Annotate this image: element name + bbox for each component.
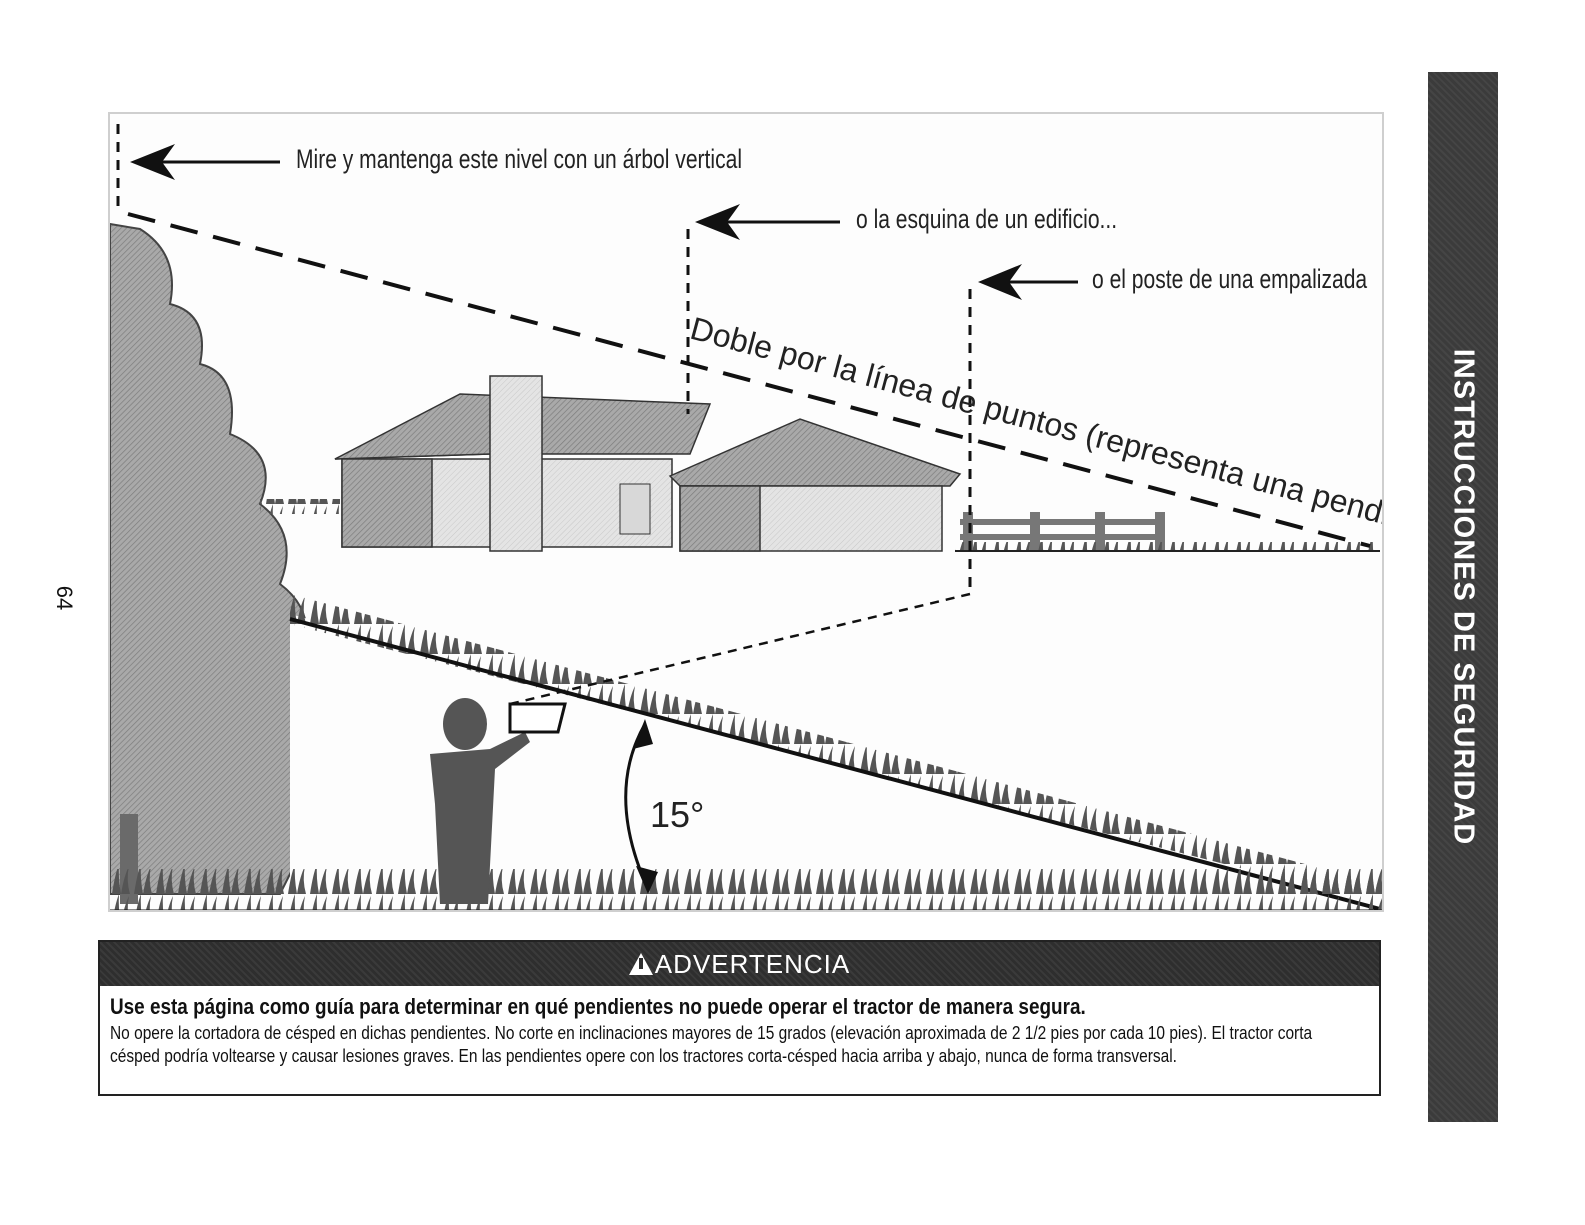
page-number: 64 <box>52 585 78 611</box>
callout-tree-label: Mire y mantenga este nivel con un árbol … <box>296 144 743 174</box>
warning-triangle-icon <box>628 953 653 975</box>
callout-arrows <box>130 144 1078 300</box>
section-tab-label: INSTRUCCIONES DE SEGURIDAD <box>1447 348 1480 846</box>
sight-line <box>509 592 971 706</box>
slope-ground <box>110 594 1382 910</box>
callout-building-label: o la esquina de un edificio... <box>856 204 1118 234</box>
angle-arc <box>624 719 658 894</box>
slope-scene-drawing <box>110 124 1382 910</box>
angle-label: 15° <box>650 794 705 835</box>
warning-body: No opere la cortadora de césped en dicha… <box>110 1023 1313 1066</box>
warning-title: Use esta página como guía para determina… <box>110 994 1086 1019</box>
warning-box: ADVERTENCIA Use esta página como guía pa… <box>98 940 1381 1096</box>
fence-drawing <box>955 512 1380 552</box>
person-silhouette <box>430 698 567 904</box>
far-grass <box>260 499 340 514</box>
fold-dashed-line <box>127 212 1371 548</box>
warning-header-text: ADVERTENCIA <box>654 949 851 979</box>
warning-header: ADVERTENCIA <box>100 942 1379 986</box>
house-drawing <box>334 375 962 552</box>
section-side-tab: INSTRUCCIONES DE SEGURIDAD <box>1428 72 1498 1122</box>
slope-guide-illustration: Mire y mantenga este nivel con un árbol … <box>108 112 1384 912</box>
callout-fence-label: o el poste de una empalizada <box>1092 264 1368 294</box>
